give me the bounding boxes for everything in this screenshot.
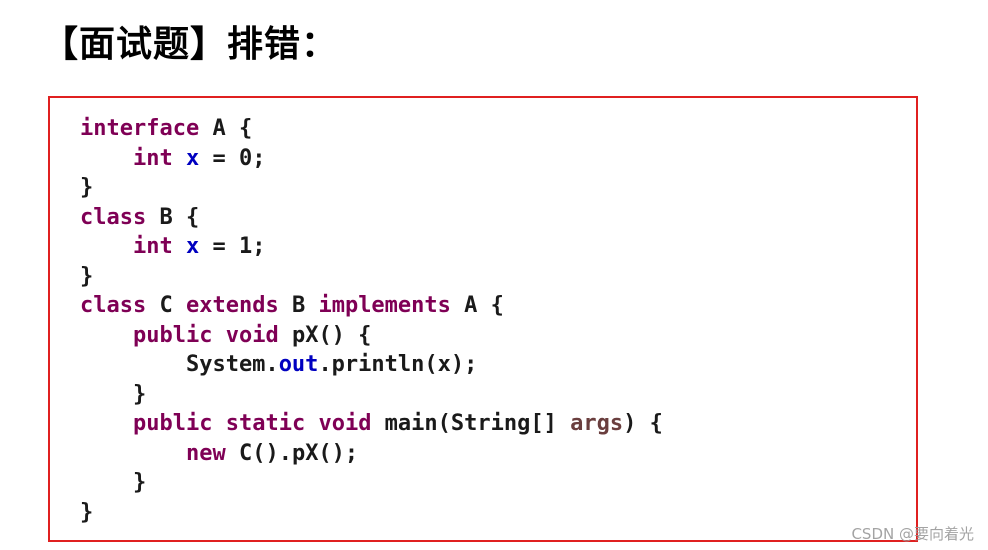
code-token-field: x xyxy=(185,234,200,259)
code-token-keyword: extends xyxy=(185,293,279,318)
code-line: } xyxy=(80,173,663,203)
code-line: } xyxy=(80,468,663,498)
code-token-plain xyxy=(80,234,133,259)
code-token-plain xyxy=(173,234,186,259)
code-token-plain: main(String[] xyxy=(371,411,571,436)
code-token-plain: .println(x); xyxy=(318,352,478,377)
code-token-plain: B xyxy=(278,293,319,318)
code-token-plain xyxy=(173,146,186,171)
code-token-plain: System. xyxy=(80,352,279,377)
code-line: class C extends B implements A { xyxy=(80,291,663,321)
code-token-plain: A { xyxy=(450,293,504,318)
code-token-plain xyxy=(212,411,225,436)
code-line: new C().pX(); xyxy=(80,439,663,469)
code-token-plain xyxy=(305,411,318,436)
code-token-plain xyxy=(80,323,133,348)
code-token-plain xyxy=(80,441,186,466)
code-block-frame: interface A { int x = 0;} class B { int x… xyxy=(48,96,918,542)
code-token-plain: B { xyxy=(146,204,200,230)
code-token-keyword: new xyxy=(185,440,226,466)
code-token-plain xyxy=(212,323,225,348)
code-token-plain xyxy=(80,411,133,436)
code-token-keyword: public xyxy=(132,322,213,348)
code-token-keyword: int xyxy=(132,234,173,259)
code-line: class B { xyxy=(80,203,663,233)
code-token-plain: = 1; xyxy=(199,234,266,259)
code-token-keyword: int xyxy=(132,145,173,171)
code-token-plain: } xyxy=(80,470,147,495)
code-token-keyword: static xyxy=(225,411,306,436)
code-token-keyword: interface xyxy=(80,116,200,141)
code-line: interface A { xyxy=(80,114,663,144)
code-token-plain: } xyxy=(80,263,94,289)
code-line: int x = 1; xyxy=(80,232,663,262)
code-line: public static void main(String[] args) { xyxy=(80,409,663,439)
code-line: int x = 0; xyxy=(80,144,663,174)
csdn-watermark: CSDN @要向着光 xyxy=(851,525,974,543)
code-token-plain: = 0; xyxy=(199,145,266,171)
page-title: 【面试题】排错： xyxy=(42,24,339,65)
code-line: } xyxy=(80,262,663,292)
code-token-keyword: void xyxy=(225,322,279,348)
code-token-plain: C xyxy=(146,293,186,318)
code-block: interface A { int x = 0;} class B { int x… xyxy=(80,114,663,527)
code-token-plain: ) { xyxy=(623,411,663,436)
code-line: public void pX() { xyxy=(80,321,663,351)
code-token-param: args xyxy=(570,411,624,436)
code-token-plain: A { xyxy=(199,116,253,141)
code-line: } xyxy=(80,380,663,410)
code-token-field: out xyxy=(278,352,319,377)
code-token-plain xyxy=(80,146,133,171)
code-token-field: x xyxy=(185,145,200,171)
code-token-keyword: class xyxy=(80,293,147,318)
code-line: } xyxy=(80,498,663,528)
code-token-plain: pX() { xyxy=(278,322,372,348)
code-line: System.out.println(x); xyxy=(80,350,663,380)
code-token-plain: C().pX(); xyxy=(225,440,359,466)
code-token-keyword: void xyxy=(318,411,372,436)
code-token-keyword: class xyxy=(80,204,147,230)
code-token-keyword: implements xyxy=(318,293,451,318)
code-token-keyword: public xyxy=(132,411,213,436)
code-token-plain: } xyxy=(80,381,147,407)
code-token-plain: } xyxy=(80,175,94,200)
code-token-plain: } xyxy=(80,499,94,525)
